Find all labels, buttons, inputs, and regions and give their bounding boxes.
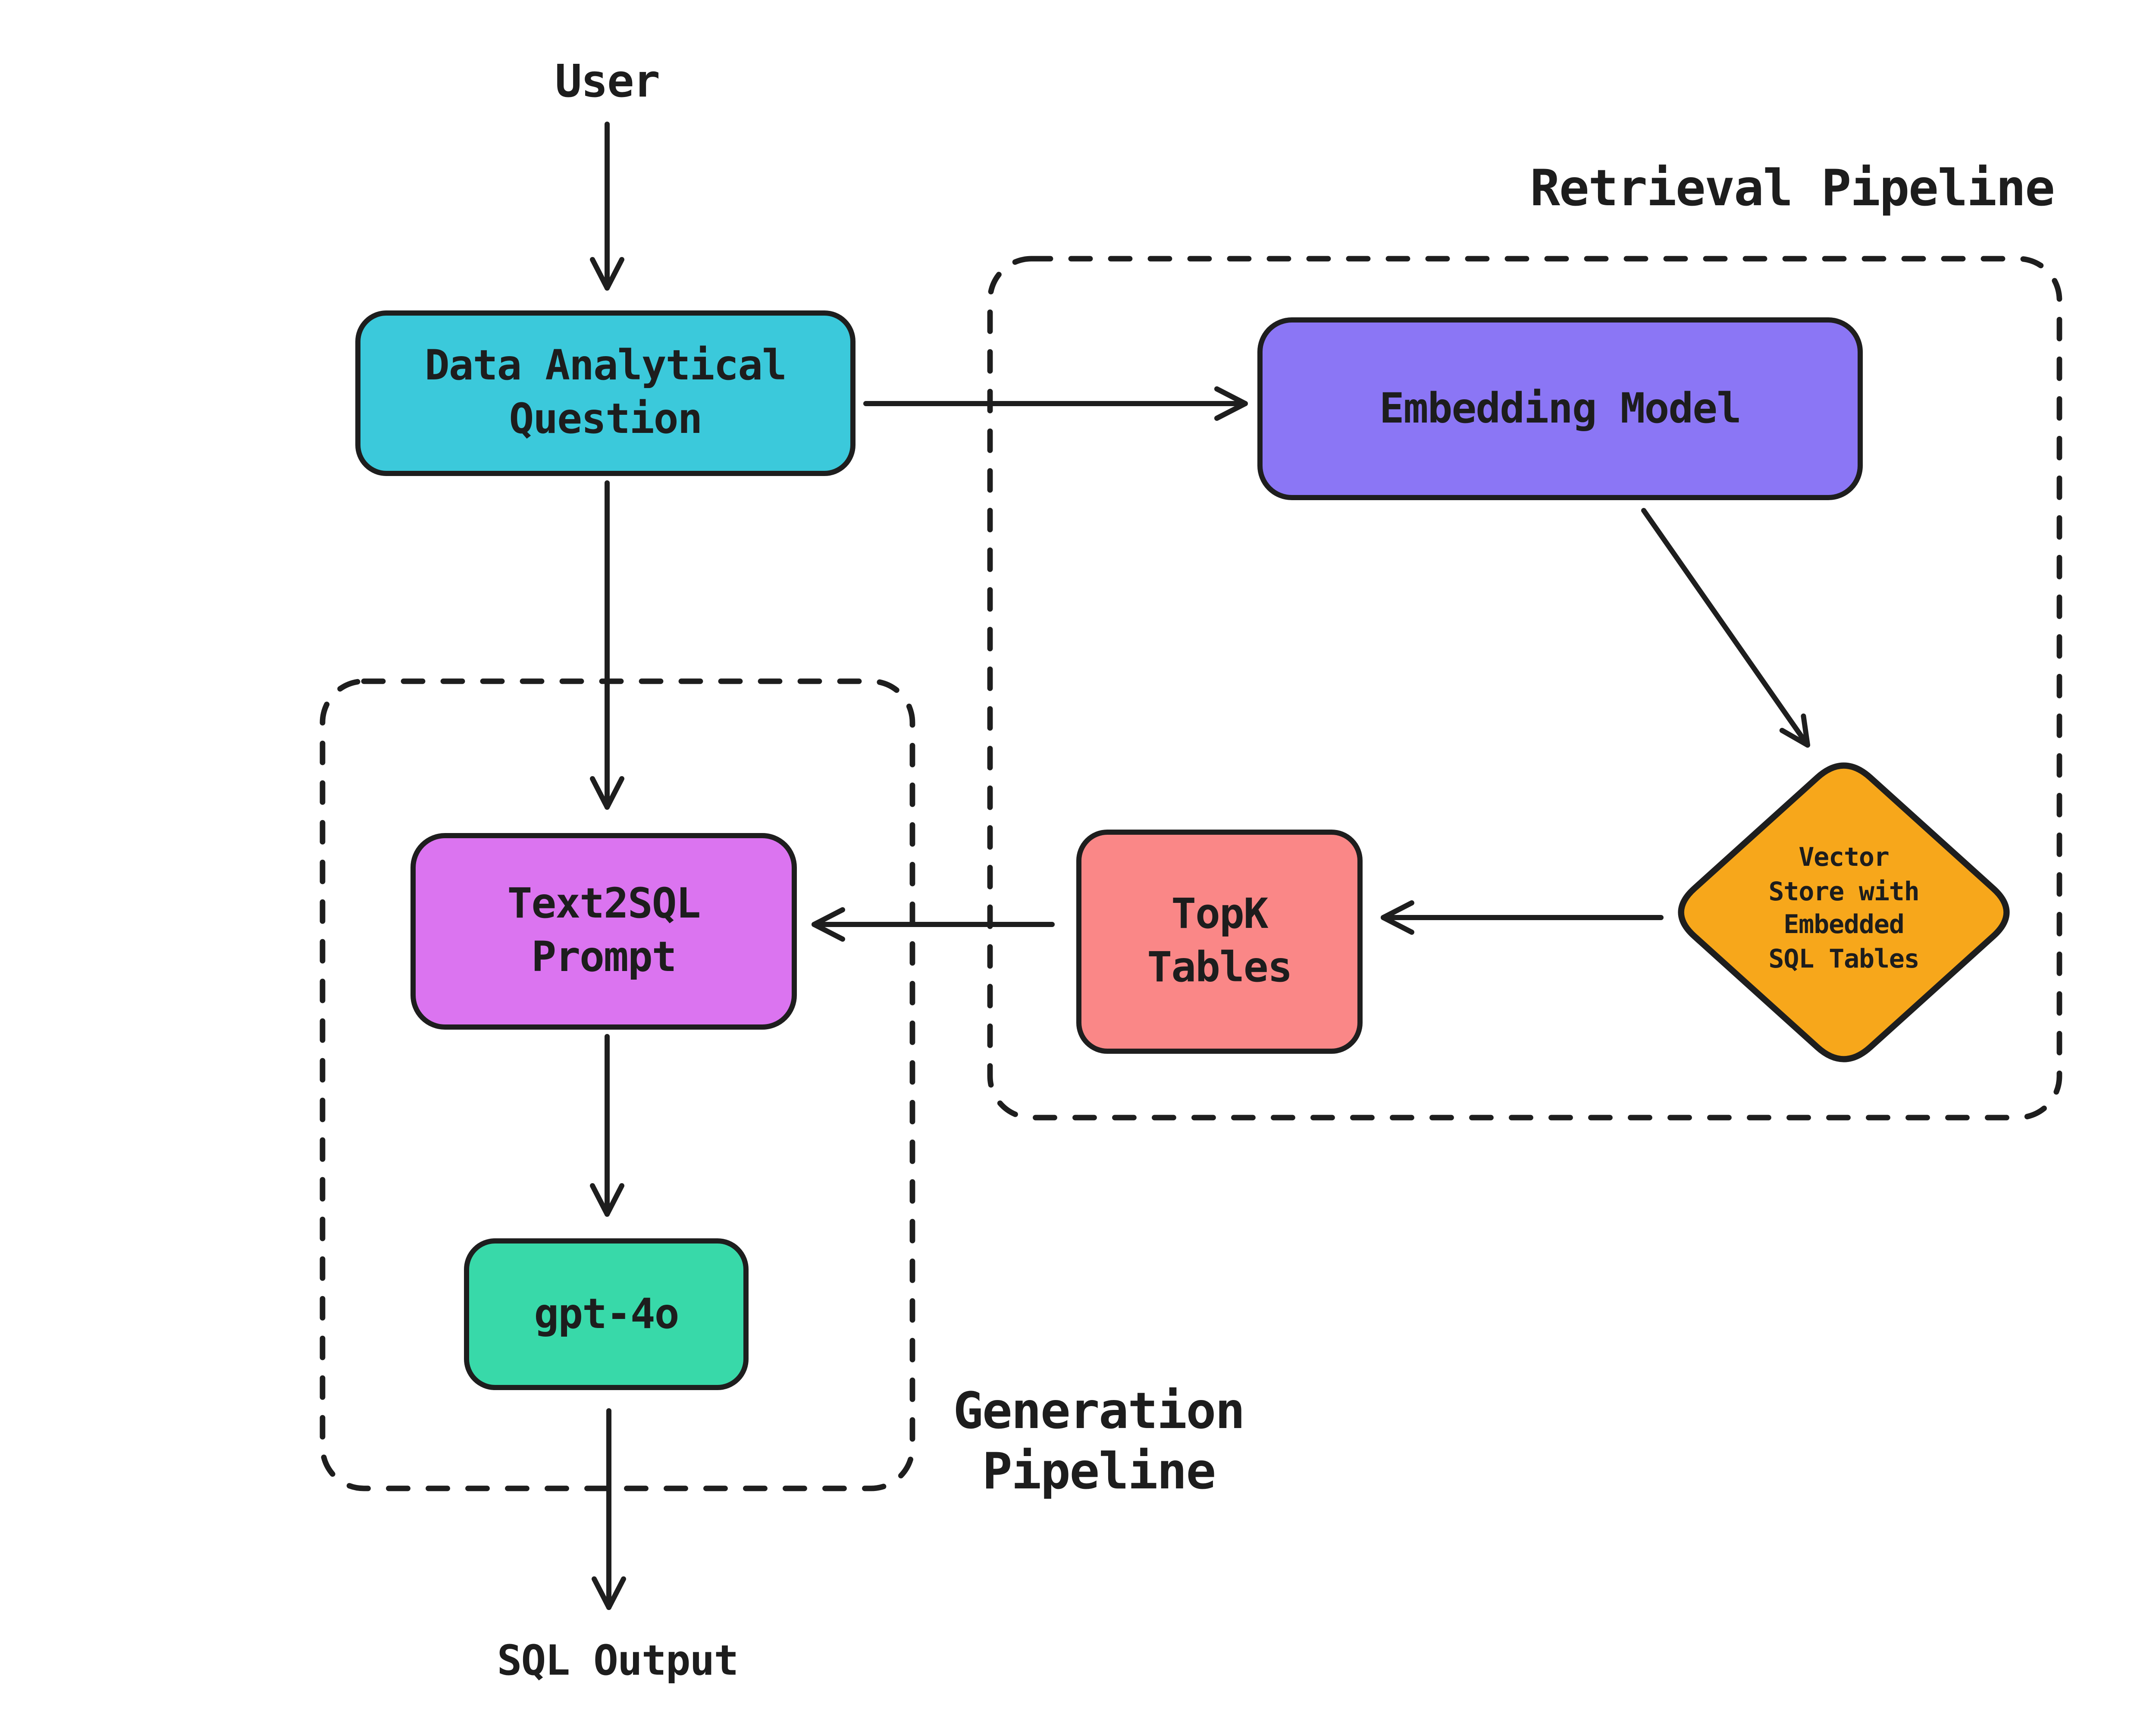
node-data-analytical-question: Data Analytical Question <box>355 310 856 476</box>
vector-store-label: Vector Store with Embedded SQL Tables <box>1706 842 1982 976</box>
node-label-line: Embedding Model <box>1379 384 1742 432</box>
arrow-gpt4o-to-sql-output <box>592 1408 626 1610</box>
node-label-line: Question <box>509 395 702 443</box>
node-label-line: SQL Tables <box>1768 943 1919 974</box>
generation-pipeline-box <box>320 678 915 1491</box>
node-label-line: Tables <box>1147 943 1292 992</box>
node-gpt-4o: gpt-4o <box>464 1238 749 1390</box>
node-label-line: TopK <box>1171 890 1268 938</box>
arrow-topk-to-text2sql <box>812 907 1055 942</box>
generation-pipeline-label: Generation Pipeline <box>840 1381 1357 1502</box>
node-label-line: Embedded <box>1783 909 1905 940</box>
sql-output-label: SQL Output <box>497 1637 739 1685</box>
node-label-line: gpt-4o <box>534 1289 679 1337</box>
arrow-question-to-text2sql <box>590 480 624 810</box>
arrow-question-to-embedding <box>863 386 1248 421</box>
node-label-line: Store with <box>1768 875 1919 906</box>
node-label-line: Vector <box>1799 842 1890 873</box>
arrow-text2sql-to-gpt4o <box>590 1034 624 1217</box>
arrow-embedding-to-vector-store <box>1641 508 1810 748</box>
node-topk-tables: TopK Tables <box>1076 830 1363 1054</box>
generation-pipeline-label-line1: Generation <box>953 1381 1245 1440</box>
generation-pipeline-label-line2: Pipeline <box>982 1442 1216 1500</box>
node-label-line: Prompt <box>531 933 677 981</box>
node-label-line: Text2SQL <box>507 880 701 928</box>
user-label: User <box>555 57 660 109</box>
arrow-user-to-question <box>590 122 624 291</box>
arrow-vector-store-to-topk <box>1381 900 1664 935</box>
node-label-line: Data Analytical <box>424 341 787 390</box>
node-embedding-model: Embedding Model <box>1257 317 1863 500</box>
node-text2sql-prompt: Text2SQL Prompt <box>411 833 797 1030</box>
retrieval-pipeline-box <box>987 256 2062 1121</box>
retrieval-pipeline-label: Retrieval Pipeline <box>1530 159 2055 217</box>
vector-store-diamond <box>1678 762 2010 1062</box>
